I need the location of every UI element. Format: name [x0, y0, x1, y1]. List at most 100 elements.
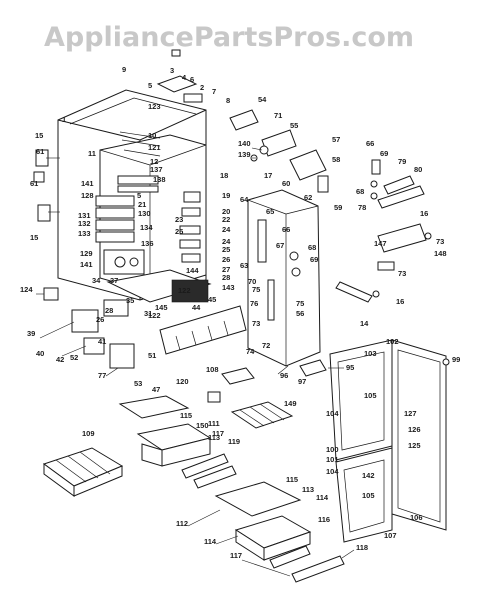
part-label: 53 [134, 379, 142, 388]
part-label: 97 [298, 377, 306, 386]
wire-basket-left [42, 447, 124, 497]
part-label: 68 [308, 243, 316, 252]
part-label: 141 [80, 260, 93, 269]
part-label: 73 [252, 319, 260, 328]
wire-shelf-right [230, 401, 294, 429]
part-label: 143 [222, 283, 235, 292]
lower-compressor-area [36, 269, 212, 377]
part-label: 24 [222, 237, 231, 246]
part-label: 75 [296, 299, 304, 308]
part-label: 147 [374, 239, 387, 248]
part-label: 2 [200, 83, 204, 92]
right-hinge-parts [370, 159, 425, 209]
part-label: 52 [70, 353, 78, 362]
upper-shelf-pan [118, 395, 212, 467]
part-label: 131 [78, 211, 91, 220]
part-label: 69 [310, 255, 318, 264]
part-label: 107 [384, 531, 397, 540]
part-label: 55 [290, 121, 298, 130]
part-label: 117 [230, 551, 242, 560]
part-label: 61 [30, 179, 38, 188]
part-label: 142 [362, 471, 375, 480]
freezer-door [329, 339, 393, 461]
part-label: 17 [264, 171, 272, 180]
part-label: 109 [82, 429, 95, 438]
part-label: 27 [222, 265, 230, 274]
part-label: 150 [196, 421, 209, 430]
part-label: 56 [296, 309, 304, 318]
part-label: 25 [175, 227, 183, 236]
part-label: 115 [180, 411, 192, 420]
part-label: 119 [228, 437, 240, 446]
part-label: 66 [366, 139, 374, 148]
part-label: 105 [364, 391, 377, 400]
part-label: 80 [414, 165, 422, 174]
part-label: 42 [56, 355, 64, 364]
part-label: 35 [126, 296, 134, 305]
part-label: 100 [326, 445, 339, 454]
part-label: 138 [153, 175, 166, 184]
part-label: 114 [316, 493, 329, 502]
part-label: 60 [282, 179, 290, 188]
part-label: 103 [364, 349, 377, 358]
part-label: 45 [208, 295, 216, 304]
part-label: 72 [262, 341, 270, 350]
part-label: 104 [326, 467, 339, 476]
left-wall-hinge-parts [33, 149, 60, 222]
part-label: 106 [410, 513, 423, 522]
part-label: 34 [92, 276, 101, 285]
part-label: 67 [276, 241, 284, 250]
part-label: 77 [98, 371, 106, 380]
upper-trim-parts [117, 49, 203, 193]
part-label: 127 [404, 409, 417, 418]
part-label: 96 [280, 371, 288, 380]
part-label: 23 [175, 215, 183, 224]
part-label: 5 [148, 81, 152, 90]
part-label: 102 [386, 337, 399, 346]
part-label: 117 [212, 429, 224, 438]
part-label: 122 [148, 311, 161, 320]
center-divider-parts [179, 191, 201, 263]
part-label: 75 [252, 285, 260, 294]
part-label: 59 [334, 203, 342, 212]
part-label: 44 [192, 303, 201, 312]
part-label: 145 [155, 303, 168, 312]
part-label: 7 [212, 87, 216, 96]
fan-and-duct-parts [229, 109, 329, 193]
refrigerator-door [391, 339, 450, 531]
part-label: 126 [408, 425, 421, 434]
part-label: 70 [248, 277, 256, 286]
part-label: 51 [148, 351, 156, 360]
part-label: 15 [35, 131, 43, 140]
part-label: 76 [250, 299, 258, 308]
part-label: 73 [398, 269, 406, 278]
part-label: 118 [356, 543, 368, 552]
part-label: 58 [332, 155, 340, 164]
part-label: 144 [186, 266, 199, 275]
part-label: 65 [266, 207, 274, 216]
part-label: 120 [176, 377, 189, 386]
part-label: 28 [105, 306, 113, 315]
part-label: 28 [222, 273, 230, 282]
part-label: 26 [222, 255, 230, 264]
control-housing-parts [95, 195, 145, 275]
part-label: 113 [208, 433, 220, 442]
crisper-drawer-assembly [187, 481, 355, 583]
part-label: 139 [238, 150, 251, 159]
part-label: 111 [208, 419, 220, 428]
part-label: 16 [420, 209, 428, 218]
part-label: 66 [282, 225, 290, 234]
part-label: 64 [240, 195, 249, 204]
part-label: 123 [148, 102, 161, 111]
lower-left-door [335, 447, 393, 543]
watermark-text: AppliancePartsPros.com [44, 22, 414, 53]
part-label: 149 [284, 399, 297, 408]
part-label: 11 [88, 149, 96, 158]
part-label: 22 [222, 215, 230, 224]
part-label: 101 [326, 455, 339, 464]
part-label: 122 [178, 286, 191, 295]
part-label: 134 [140, 223, 153, 232]
freezer-side-panel [247, 189, 321, 367]
damper-spring-parts [277, 359, 344, 377]
